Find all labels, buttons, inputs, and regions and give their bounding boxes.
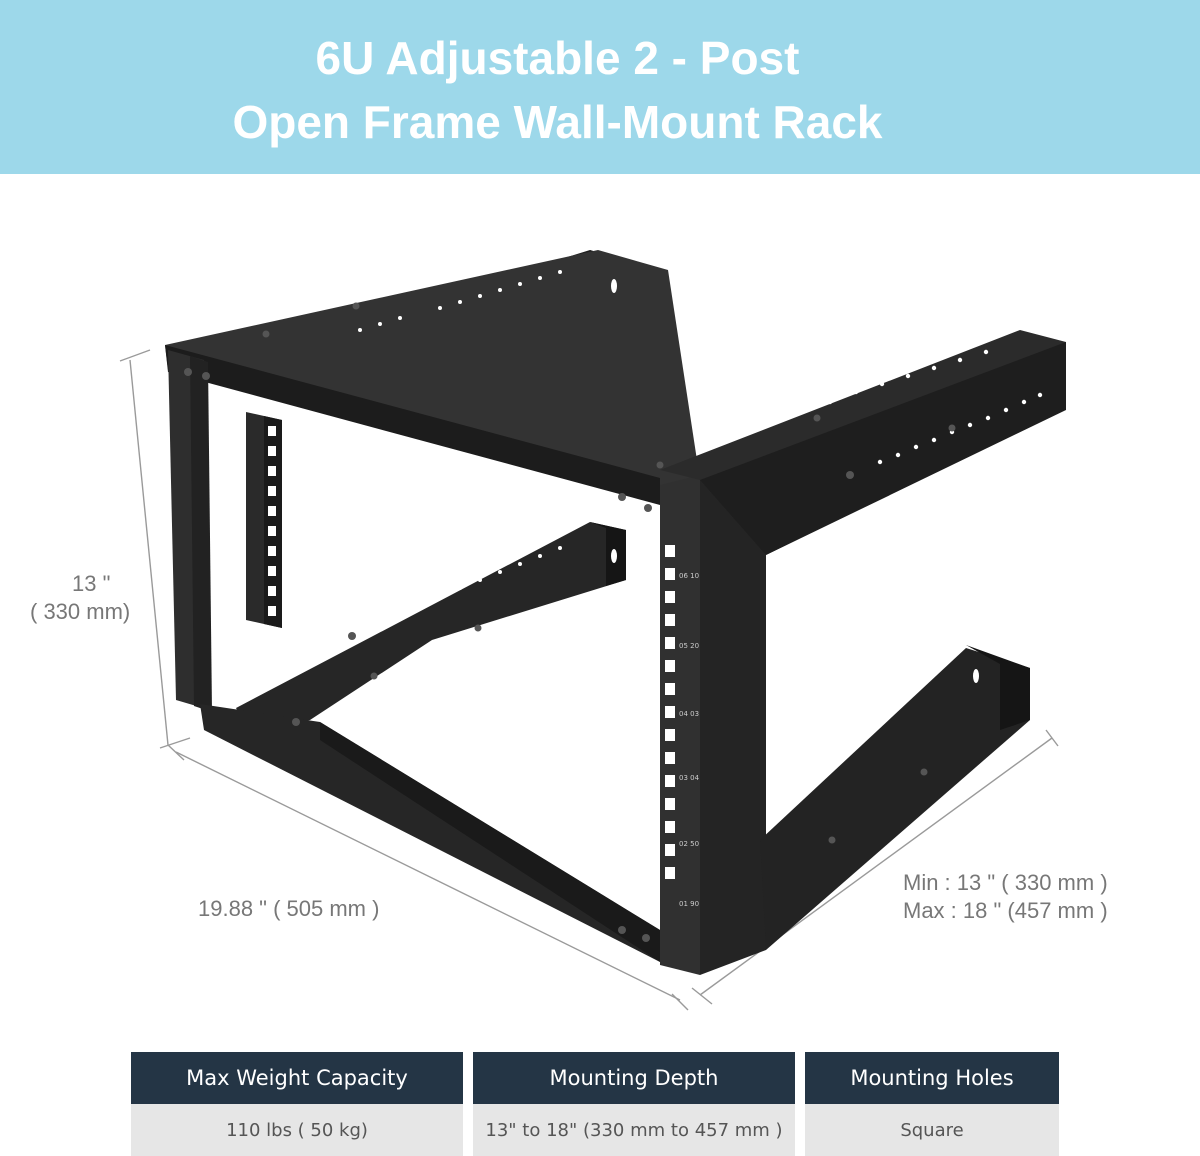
spec-value-max-weight: 110 lbs ( 50 kg) [131,1104,463,1156]
rack-frame [165,250,1066,975]
keyhole-slots [611,279,979,683]
rack-unit-label: 05 20 [679,642,699,650]
spec-header-mounting-depth: Mounting Depth [473,1052,795,1104]
spec-value-mounting-depth: 13" to 18" (330 mm to 457 mm ) [473,1104,795,1156]
adjustment-holes-back-rail [358,270,562,622]
spec-value-mounting-holes: Square [805,1104,1059,1156]
title-line-2: Open Frame Wall-Mount Rack [232,96,883,148]
depth-min: Min : 13 " ( 330 mm ) [903,870,1108,895]
adjustment-holes-top-rail [827,349,1043,465]
title-banner: 6U Adjustable 2 - Post Open Frame Wall-M… [0,0,1200,174]
rack-unit-label: 06 10 [679,572,699,580]
title-line-1: 6U Adjustable 2 - Post [315,32,800,84]
rack-unit-label: 04 03 [679,710,699,718]
rack-illustration: 06 10 05 20 04 03 03 04 02 50 01 90 [119,250,1066,1011]
height-dimension-line [129,359,169,746]
mounting-holes-right-post [665,545,675,879]
rack-unit-label: 02 50 [679,840,699,848]
width-dimension-line [175,751,681,1001]
spec-header-max-weight: Max Weight Capacity [131,1052,463,1104]
rack-unit-label: 01 90 [679,900,699,908]
screws [184,302,956,942]
spec-header-mounting-holes: Mounting Holes [805,1052,1059,1104]
width-dimension: 19.88 " ( 505 mm ) [198,896,380,921]
height-value: 13 " [72,571,111,596]
depth-max: Max : 18 " (457 mm ) [903,898,1108,923]
rack-unit-label: 03 04 [679,774,700,782]
mounting-holes-back-post [268,426,276,616]
height-mm: ( 330 mm) [30,599,131,624]
